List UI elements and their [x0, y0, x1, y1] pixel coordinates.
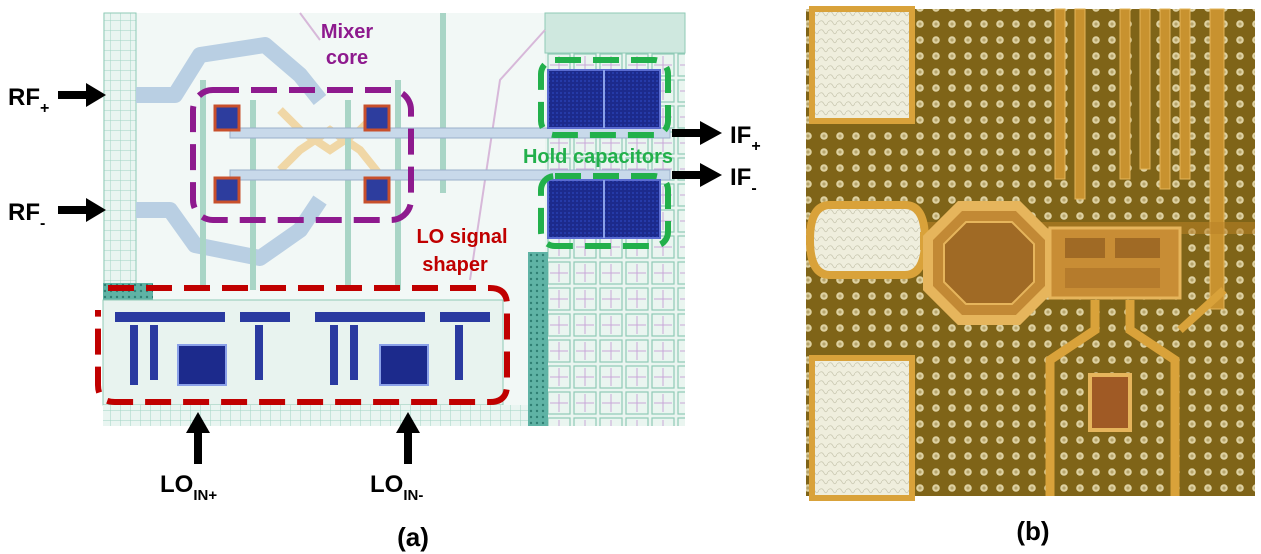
lo-in-plus-arrow [186, 412, 210, 464]
if-minus-label: IF- [730, 164, 757, 197]
if-plus-arrow [672, 121, 722, 145]
hold-capacitors-dashed-box-top [538, 57, 671, 138]
lo-in-minus-arrow [396, 412, 420, 464]
lo-in-plus-label: LOIN+ [160, 471, 217, 504]
lo-in-minus-label: LOIN- [370, 471, 423, 504]
caption-a: (a) [397, 522, 429, 552]
rf-minus-arrow [58, 198, 106, 222]
rf-plus-label: RF+ [8, 84, 49, 117]
lo-signal-shaper-label-line1: LO signal [416, 226, 507, 248]
mixer-core-label-line1: Mixer [321, 21, 373, 43]
port-arrows [58, 83, 722, 464]
if-minus-arrow [672, 163, 722, 187]
hold-capacitor-blocks [547, 69, 661, 239]
lo-shaper-blocks [102, 299, 528, 426]
lo-signal-shaper-label-line2: shaper [422, 254, 488, 276]
caption-b: (b) [1016, 516, 1049, 546]
die-photo [805, 6, 1255, 501]
mixer-core-dashed-box [190, 87, 414, 223]
lo-shaper-dashed-outline [95, 285, 510, 405]
rf-minus-label: RF- [8, 199, 45, 232]
mixer-core-label-line2: core [326, 47, 368, 69]
rf-plus-arrow [58, 83, 106, 107]
hold-capacitors-dashed-box-bottom [538, 173, 671, 249]
mixer-transistors [213, 104, 391, 204]
layout-image [102, 12, 686, 426]
if-plus-label: IF+ [730, 122, 761, 155]
hold-capacitors-label: Hold capacitors [523, 146, 673, 168]
